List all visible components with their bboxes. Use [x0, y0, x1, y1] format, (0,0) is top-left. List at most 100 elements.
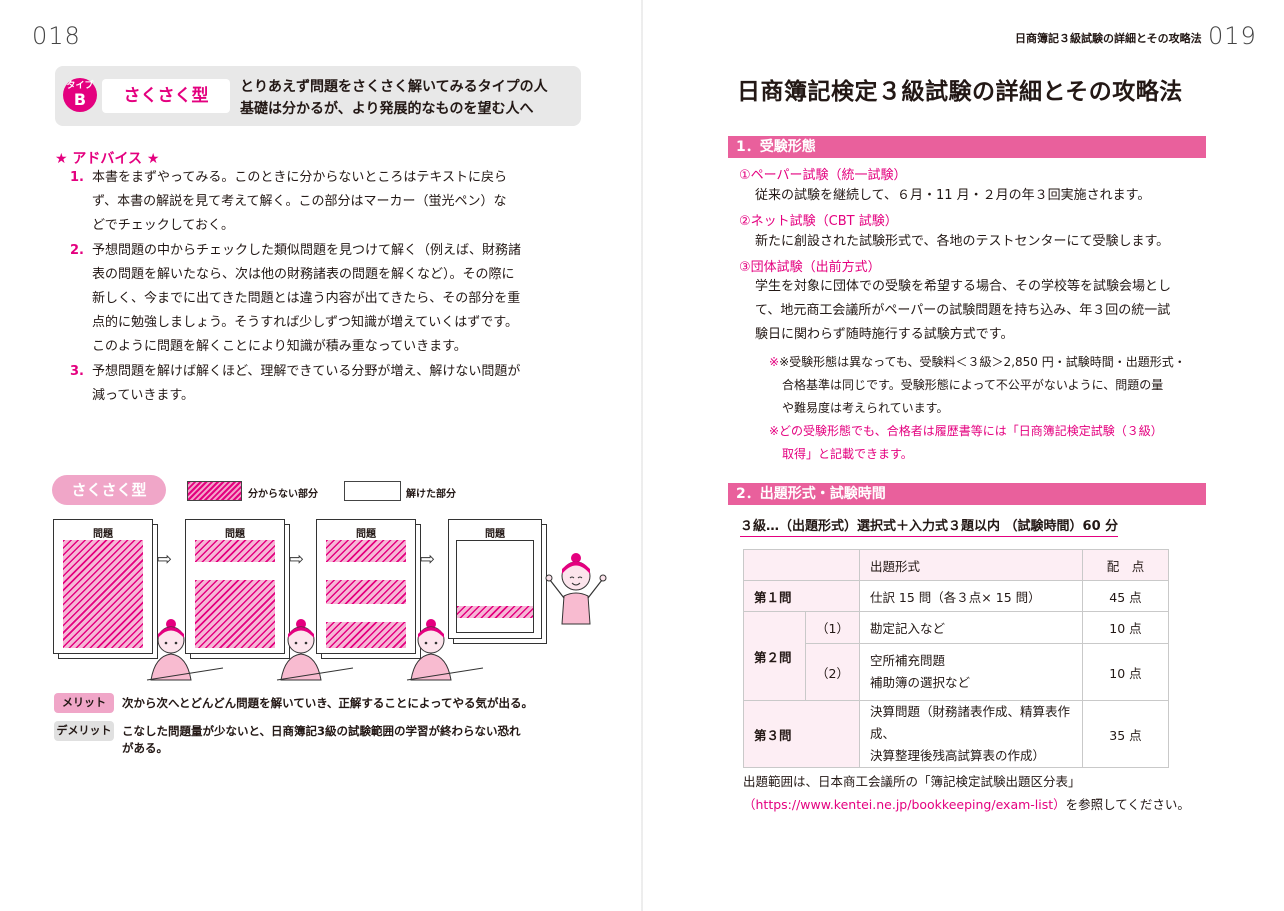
unknown-area: [63, 540, 143, 648]
sheet-title: 問題: [485, 529, 505, 540]
problem-sheet-4: 問題: [448, 519, 542, 639]
format-line: 決算整理後残高試算表の作成）: [869, 748, 1045, 763]
form-body-line: て、地元商工会議所がペーパーの試験問題を持ち込み、年３回の統一試: [755, 303, 1171, 318]
unknown-area: [326, 580, 406, 604]
note-line: ※※受験形態は異なっても、受験料＜３級＞2,850 円・試験時間・出題形式・: [769, 355, 1186, 369]
note-line: 取得」と記載できます。: [782, 447, 913, 461]
advice-line: 予想問題を解けば解くほど、理解できている分野が増え、解けない問題が: [92, 363, 521, 379]
advice-item: 1. 本書をまずやってみる。このときに分からないところはテキストに戻ら ず、本書…: [70, 166, 560, 239]
table-cell-format: 決算問題（財務諸表作成、精算表作成、 決算整理後残高試算表の作成）: [858, 700, 1084, 768]
running-header: 日商簿記３級試験の詳細とその攻略法: [1015, 32, 1202, 45]
type-description: とりあえず問題をさくさく解いてみるタイプの人 基礎は分かるが、より発展的なものを…: [240, 76, 548, 120]
form-heading-paper: ①ペーパー試験（統一試験）: [739, 168, 907, 183]
unknown-area: [326, 622, 406, 648]
table-cell-question: 第３問: [743, 700, 860, 768]
type-desc-line: 基礎は分かるが、より発展的なものを望む人へ: [240, 101, 534, 117]
advice-item: 3. 予想問題を解けば解くほど、理解できている分野が増え、解けない問題が 減って…: [70, 360, 560, 408]
note-line: や難易度は考えられています。: [782, 401, 949, 415]
merit-text: 次から次へとどんどん問題を解いていき、正解することによってやる気が出る。: [122, 696, 534, 710]
table-cell-format: 勘定記入など: [858, 611, 1084, 644]
problem-sheet-2: 問題: [185, 519, 285, 654]
note-text: ※受験形態は異なっても、受験料＜３級＞2,850 円・試験時間・出題形式・: [779, 355, 1186, 369]
advice-line: このように問題を解くことにより知識が積み重なっていきます。: [92, 339, 467, 355]
table-row: 出題形式 配 点: [743, 549, 1169, 581]
problem-sheet-3: 問題: [316, 519, 416, 654]
note-line: 合格基準は同じです。受験形態によって不公平がないように、問題の量: [782, 378, 1164, 392]
table-cell-points: 45 点: [1082, 580, 1169, 612]
diagram-pill: さくさく型: [52, 475, 166, 505]
table-row: 第１問 仕訳 15 問（各３点× 15 問） 45 点: [743, 580, 1169, 612]
arrow-icon: ⇨: [157, 549, 173, 570]
scope-url[interactable]: （https://www.kentei.ne.jp/bookkeeping/ex…: [743, 797, 1066, 812]
advice-line: 表の問題を解いたなら、次は他の財務諸表の問題を解くなど）。その際に: [92, 266, 515, 282]
sheet-title: 問題: [225, 529, 245, 540]
demerit-tag: デメリット: [54, 721, 114, 741]
table-cell-question: 第２問: [743, 611, 806, 701]
table-cell-sub: （1）: [805, 611, 860, 644]
unknown-area: [195, 580, 275, 648]
advice-line: 点的に勉強しましょう。そうすれば少しずつ知識が増えていくはずです。: [92, 315, 519, 331]
arrow-icon: ⇨: [420, 549, 436, 570]
left-page: 018 タイプ B さくさく型 とりあえず問題をさくさく解いてみるタイプの人 基…: [0, 0, 641, 911]
student-illustration-2: [276, 619, 354, 681]
form-body-cbt: 新たに創設された試験形式で、各地のテストセンターにて受験します。: [755, 234, 1170, 249]
demerit-line: がある。: [122, 741, 168, 755]
legend-swatch-solved: [344, 481, 401, 501]
main-title: 日商簿記検定３級試験の詳細とその攻略法: [737, 79, 1183, 105]
note-resume: ※どの受験形態でも、合格者は履歴書等には「日商簿記検定試験（３級） 取得」と記載…: [769, 420, 1163, 466]
table-row: 第２問 （1） 勘定記入など 10 点: [743, 611, 1169, 701]
demerit-text: こなした問題量が少ないと、日商簿記3級の試験範囲の学習が終わらない恐れ がある。: [122, 723, 521, 757]
table-cell-points: 10 点: [1082, 611, 1169, 644]
legend-label-solved: 解けた部分: [406, 489, 456, 500]
happy-student-illustration: [545, 553, 607, 625]
advice-list: 1. 本書をまずやってみる。このときに分からないところはテキストに戻ら ず、本書…: [70, 166, 560, 408]
form-heading-cbt: ②ネット試験（CBT 試験）: [739, 214, 898, 229]
page-number-left: 018: [32, 22, 81, 50]
advice-num: 3.: [70, 363, 84, 379]
table-corner-cell: [743, 549, 860, 581]
form-body-line: 学生を対象に団体での受験を希望する場合、その学校等を試験会場とし: [755, 279, 1172, 294]
table-cell-points: 10 点: [1082, 643, 1169, 701]
format-line: 補助簿の選択など: [869, 675, 970, 690]
scope-line: （https://www.kentei.ne.jp/bookkeeping/ex…: [743, 793, 1190, 816]
note-fee: ※※受験形態は異なっても、受験料＜３級＞2,850 円・試験時間・出題形式・ 合…: [769, 351, 1186, 420]
student-illustration-1: [146, 619, 224, 681]
unknown-area: [326, 540, 406, 562]
advice-line: 減っていきます。: [92, 387, 195, 403]
sheet-title: 問題: [93, 529, 113, 540]
table-row: 第３問 決算問題（財務諸表作成、精算表作成、 決算整理後残高試算表の作成） 35…: [743, 700, 1169, 768]
table-cell-question: 第１問: [743, 580, 860, 612]
problem-sheet-1: 問題: [53, 519, 153, 654]
student-illustration-3: [406, 619, 484, 681]
table-row: （2） 空所補充問題 補助簿の選択など 10 点: [744, 643, 1169, 701]
form-body-line: 験日に関わらず随時施行する試験方式です。: [755, 327, 1014, 342]
arrow-icon: ⇨: [289, 549, 305, 570]
advice-line: どでチェックしておく。: [92, 218, 234, 234]
advice-item: 2. 予想問題の中からチェックした類似問題を見つけて解く（例えば、財務諸 表の問…: [70, 239, 560, 360]
exam-format-table: 出題形式 配 点 第１問 仕訳 15 問（各３点× 15 問） 45 点 第２問…: [743, 549, 1169, 768]
advice-num: 1.: [70, 170, 84, 185]
legend-label-unknown: 分からない部分: [248, 489, 318, 500]
type-badge-letter: B: [73, 90, 87, 109]
sheet-title: 問題: [356, 529, 376, 540]
table-header-format: 出題形式: [858, 549, 1084, 581]
format-line: 決算問題（財務諸表作成、精算表作成、: [869, 704, 1070, 741]
section-heading-1: 1．受験形態: [728, 136, 1206, 158]
advice-num: 2.: [70, 242, 84, 258]
table-cell-format: 仕訳 15 問（各３点× 15 問）: [858, 580, 1084, 612]
type-desc-line: とりあえず問題をさくさく解いてみるタイプの人: [240, 79, 548, 95]
form-body-group: 学生を対象に団体での受験を希望する場合、その学校等を試験会場とし て、地元商工会…: [755, 275, 1171, 347]
demerit-line: こなした問題量が少ないと、日商簿記3級の試験範囲の学習が終わらない恐れ: [122, 724, 521, 738]
advice-line: 本書をまずやってみる。このときに分からないところはテキストに戻ら: [92, 170, 507, 185]
scope-line: 出題範囲は、日本商工会議所の「簿記検定試験出題区分表」: [743, 774, 1081, 789]
section-heading-2: 2．出題形式・試験時間: [728, 483, 1206, 505]
advice-line: 新しく、今までに出てきた問題とは違う内容が出てきたら、その部分を重: [92, 291, 521, 307]
note-line: ※どの受験形態でも、合格者は履歴書等には「日商簿記検定試験（３級）: [769, 424, 1163, 438]
form-body-paper: 従来の試験を継続して、６月・11 月・２月の年３回実施されます。: [755, 188, 1151, 203]
advice-line: 予想問題の中からチェックした類似問題を見つけて解く（例えば、財務諸: [92, 242, 522, 258]
right-page: 日商簿記３級試験の詳細とその攻略法 019 日商簿記検定３級試験の詳細とその攻略…: [643, 0, 1284, 911]
exam-format-summary: ３級…（出題形式）選択式＋入力式３題以内 （試験時間）60 分: [740, 515, 1119, 537]
type-badge: タイプ B: [63, 78, 97, 112]
unknown-area: [457, 606, 533, 618]
table-header-points: 配 点: [1082, 549, 1169, 581]
